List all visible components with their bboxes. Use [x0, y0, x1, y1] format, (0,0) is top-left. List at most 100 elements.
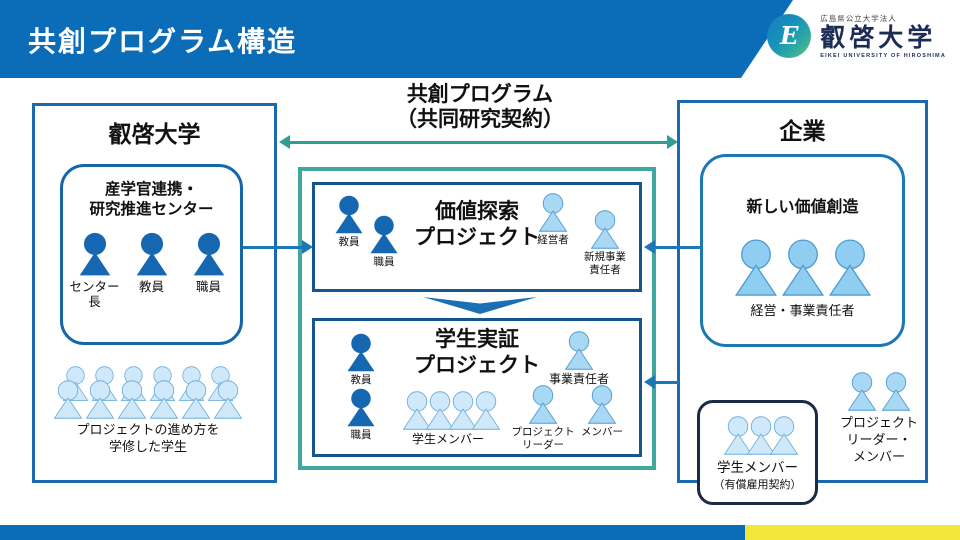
person-icon: [117, 380, 147, 419]
executive-unit: 経営者: [529, 193, 577, 247]
logo-university-name: 叡啓大学: [820, 24, 937, 52]
university-logo: E 広島県公立大学法人 叡啓大学 EIKEI UNIVERSITY OF HIR…: [767, 13, 946, 59]
footer-yellow-bar: [745, 525, 960, 540]
person-icon: [723, 416, 753, 455]
person-icon: [828, 239, 872, 296]
student-member-label: 学生メンバー: [717, 460, 798, 475]
project-leader-unit: プロジェクト リーダー: [505, 385, 581, 451]
person-icon: [149, 380, 179, 419]
student-project-title: 学生実証 プロジェクト: [414, 328, 540, 378]
member-label: メンバー: [581, 426, 623, 438]
eikei-university-logo-icon: E: [767, 13, 812, 58]
person-icon: [769, 416, 799, 455]
person-icon: [334, 195, 364, 234]
company-to-value-project-arrow: [644, 239, 702, 255]
company-to-student-project-arrow: [644, 374, 679, 390]
value-creation-title: 新しい価値創造: [746, 199, 859, 216]
company-box-title: 企業: [779, 118, 826, 144]
teacher-unit: 教員: [327, 195, 371, 249]
collaboration-center-box: 産学官連携・ 研究推進センター センター長 教員 職員: [60, 164, 243, 345]
member-label: センター長: [69, 280, 120, 309]
arrow-head-left: [279, 135, 290, 149]
person-icon: [425, 391, 455, 430]
person-icon: [590, 210, 620, 249]
person-icon: [881, 372, 911, 411]
co-creation-frame: [298, 167, 656, 470]
person-icon: [587, 385, 617, 424]
person-icon: [85, 380, 115, 419]
arrow-line: [653, 380, 679, 384]
business-owner-unit: 事業責任者: [543, 331, 615, 386]
arrow-head-right: [667, 135, 678, 149]
arrow-line: [288, 140, 669, 144]
person-icon: [181, 380, 211, 419]
member-label: 職員: [195, 280, 221, 295]
person-icon: [746, 416, 776, 455]
student-member-sublabel: （有償雇用契約）: [713, 479, 802, 492]
member-unit: 職員: [180, 232, 237, 309]
university-box-title: 叡啓大学: [108, 121, 201, 147]
staff-label: 職員: [350, 429, 372, 441]
trained-students-group: プロジェクトの進め方を 学修した学生: [50, 366, 246, 456]
project-leader-label: プロジェクト リーダー: [511, 426, 575, 451]
value-creation-box: 新しい価値創造 経営・事業責任者: [700, 154, 905, 347]
student-members-unit: 学生メンバー: [387, 391, 509, 446]
person-icon: [402, 391, 432, 430]
header-band: [0, 0, 793, 78]
business-owner-label: 事業責任者: [548, 372, 609, 386]
logo-text: 広島県公立大学法人 叡啓大学 EIKEI UNIVERSITY OF HIROS…: [820, 13, 946, 59]
footer-blue-bar: [0, 525, 745, 540]
member-unit: メンバー: [573, 385, 631, 439]
leader-icons: [826, 372, 932, 411]
person-icon: [847, 372, 877, 411]
person-icon: [564, 331, 594, 370]
program-double-arrow: [279, 134, 678, 150]
person-icon: [346, 333, 376, 372]
leader-group-label: プロジェクト リーダー・ メンバー: [839, 415, 918, 464]
person-icon: [78, 232, 112, 276]
arrow-head-left: [644, 240, 655, 254]
value-exploration-project-box: 価値探索 プロジェクト 教員 職員 経営者 新規事業 責任者: [312, 182, 642, 292]
person-icon: [346, 388, 376, 427]
collaboration-center-title: 産学官連携・ 研究推進センター: [89, 181, 214, 219]
person-icon: [135, 232, 169, 276]
teacher-label: 教員: [338, 236, 360, 248]
person-icon: [781, 239, 825, 296]
person-icon: [471, 391, 501, 430]
student-member-icons: [723, 416, 799, 455]
staff-unit: 職員: [339, 388, 383, 442]
executives-label: 経営・事業責任者: [750, 303, 855, 319]
value-project-title: 価値探索 プロジェクト: [414, 200, 540, 250]
new-business-label: 新規事業 責任者: [584, 251, 626, 276]
member-label: 教員: [138, 280, 164, 295]
executive-label: 経営者: [537, 234, 569, 246]
student-member-contract-box: 学生メンバー （有償雇用契約）: [697, 400, 818, 505]
arrow-line: [243, 245, 304, 249]
arrow-line: [653, 245, 702, 249]
student-demonstration-project-box: 学生実証 プロジェクト 教員 職員 学生メンバー 事業責任者 プロジェクト リー…: [312, 318, 642, 457]
executives-icons: [734, 239, 872, 296]
page-title: 共創プログラム構造: [28, 26, 298, 57]
teacher-label: 教員: [350, 374, 372, 386]
student-members-icons: [402, 391, 501, 430]
arrow-head-left: [644, 375, 655, 389]
staff-label: 職員: [373, 256, 395, 268]
person-icon: [528, 385, 558, 424]
person-icon: [213, 380, 243, 419]
arrow-head-right: [302, 240, 313, 254]
program-contract-label: 共創プログラム （共同研究契約）: [396, 83, 564, 132]
teacher-unit: 教員: [339, 333, 383, 387]
new-business-unit: 新規事業 責任者: [575, 210, 635, 276]
person-icon: [448, 391, 478, 430]
student-members-label: 学生メンバー: [411, 432, 484, 446]
university-to-value-project-arrow: [243, 239, 313, 255]
person-icon: [53, 380, 83, 419]
logo-subtitle: EIKEI UNIVERSITY OF HIROSHIMA: [820, 52, 946, 59]
company-leader-group: プロジェクト リーダー・ メンバー: [826, 372, 932, 466]
person-icon: [538, 193, 568, 232]
trained-students-label: プロジェクトの進め方を 学修した学生: [76, 422, 220, 454]
staff-unit: 職員: [362, 215, 406, 269]
member-unit: 教員: [123, 232, 180, 309]
logo-organization: 広島県公立大学法人: [820, 14, 897, 23]
